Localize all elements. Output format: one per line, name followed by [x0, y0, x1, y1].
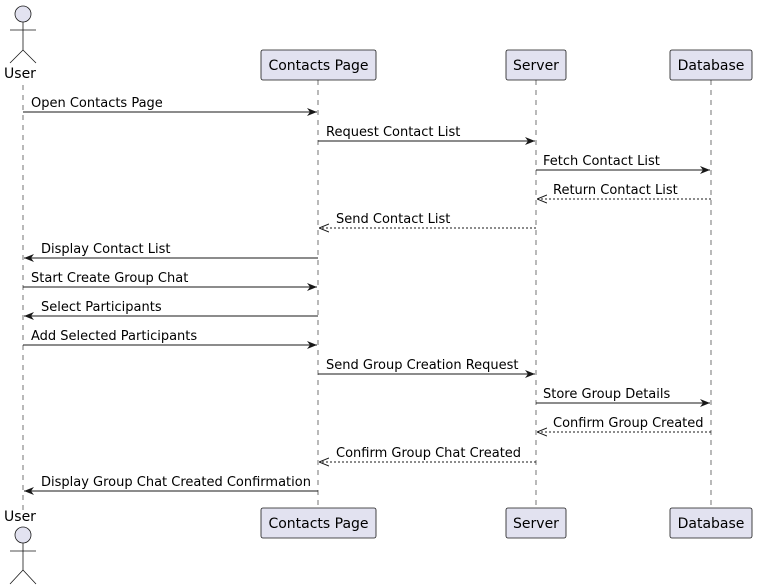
message-14: Display Group Chat Created Confirmation — [24, 475, 318, 495]
message-label: Send Group Creation Request — [326, 358, 519, 373]
message-12: Confirm Group Created — [537, 416, 711, 432]
message-label: Send Contact List — [336, 212, 450, 227]
participant-label: Contacts Page — [268, 516, 368, 532]
message-5: Send Contact List — [319, 212, 536, 228]
message-label: Store Group Details — [543, 387, 670, 402]
message-label: Request Contact List — [326, 125, 460, 140]
message-label: Fetch Contact List — [543, 154, 660, 169]
actor-user-bottom: User — [4, 509, 37, 585]
message-10: Send Group Creation Request — [318, 358, 535, 378]
actor-figure-icon — [9, 526, 37, 585]
message-9: Add Selected Participants — [23, 329, 317, 349]
participant-label: Server — [513, 516, 559, 532]
message-8: Select Participants — [24, 300, 318, 320]
message-7: Start Create Group Chat — [23, 271, 317, 291]
participant-server-bottom: Server — [505, 507, 567, 539]
participant-contacts-page-top: Contacts Page — [260, 49, 377, 81]
message-1: Open Contacts Page — [23, 96, 317, 116]
message-4: Return Contact List — [537, 183, 711, 199]
participant-label: Contacts Page — [268, 58, 368, 74]
message-label: Start Create Group Chat — [31, 271, 188, 286]
message-13: Confirm Group Chat Created — [319, 446, 536, 462]
message-3: Fetch Contact List — [536, 154, 710, 174]
participant-label: Database — [678, 516, 745, 532]
message-label: Add Selected Participants — [31, 329, 197, 344]
participant-database-bottom: Database — [669, 507, 753, 539]
participant-server-top: Server — [505, 49, 567, 81]
actor-label: User — [4, 509, 36, 525]
participant-database-top: Database — [669, 49, 753, 81]
message-label: Confirm Group Created — [553, 416, 704, 431]
participant-label: Database — [678, 58, 745, 74]
message-2: Request Contact List — [318, 125, 535, 145]
actor-label: User — [4, 66, 36, 82]
actor-user-top: User — [4, 5, 37, 82]
message-label: Open Contacts Page — [31, 96, 163, 111]
actor-figure-icon — [9, 5, 37, 64]
participant-contacts-page-bottom: Contacts Page — [260, 507, 377, 539]
message-label: Display Group Chat Created Confirmation — [41, 475, 311, 490]
message-label: Confirm Group Chat Created — [336, 446, 521, 461]
message-11: Store Group Details — [536, 387, 710, 407]
participant-label: Server — [513, 58, 559, 74]
message-label: Display Contact List — [41, 242, 171, 257]
message-label: Return Contact List — [553, 183, 678, 198]
message-label: Select Participants — [41, 300, 162, 315]
message-6: Display Contact List — [24, 242, 318, 262]
